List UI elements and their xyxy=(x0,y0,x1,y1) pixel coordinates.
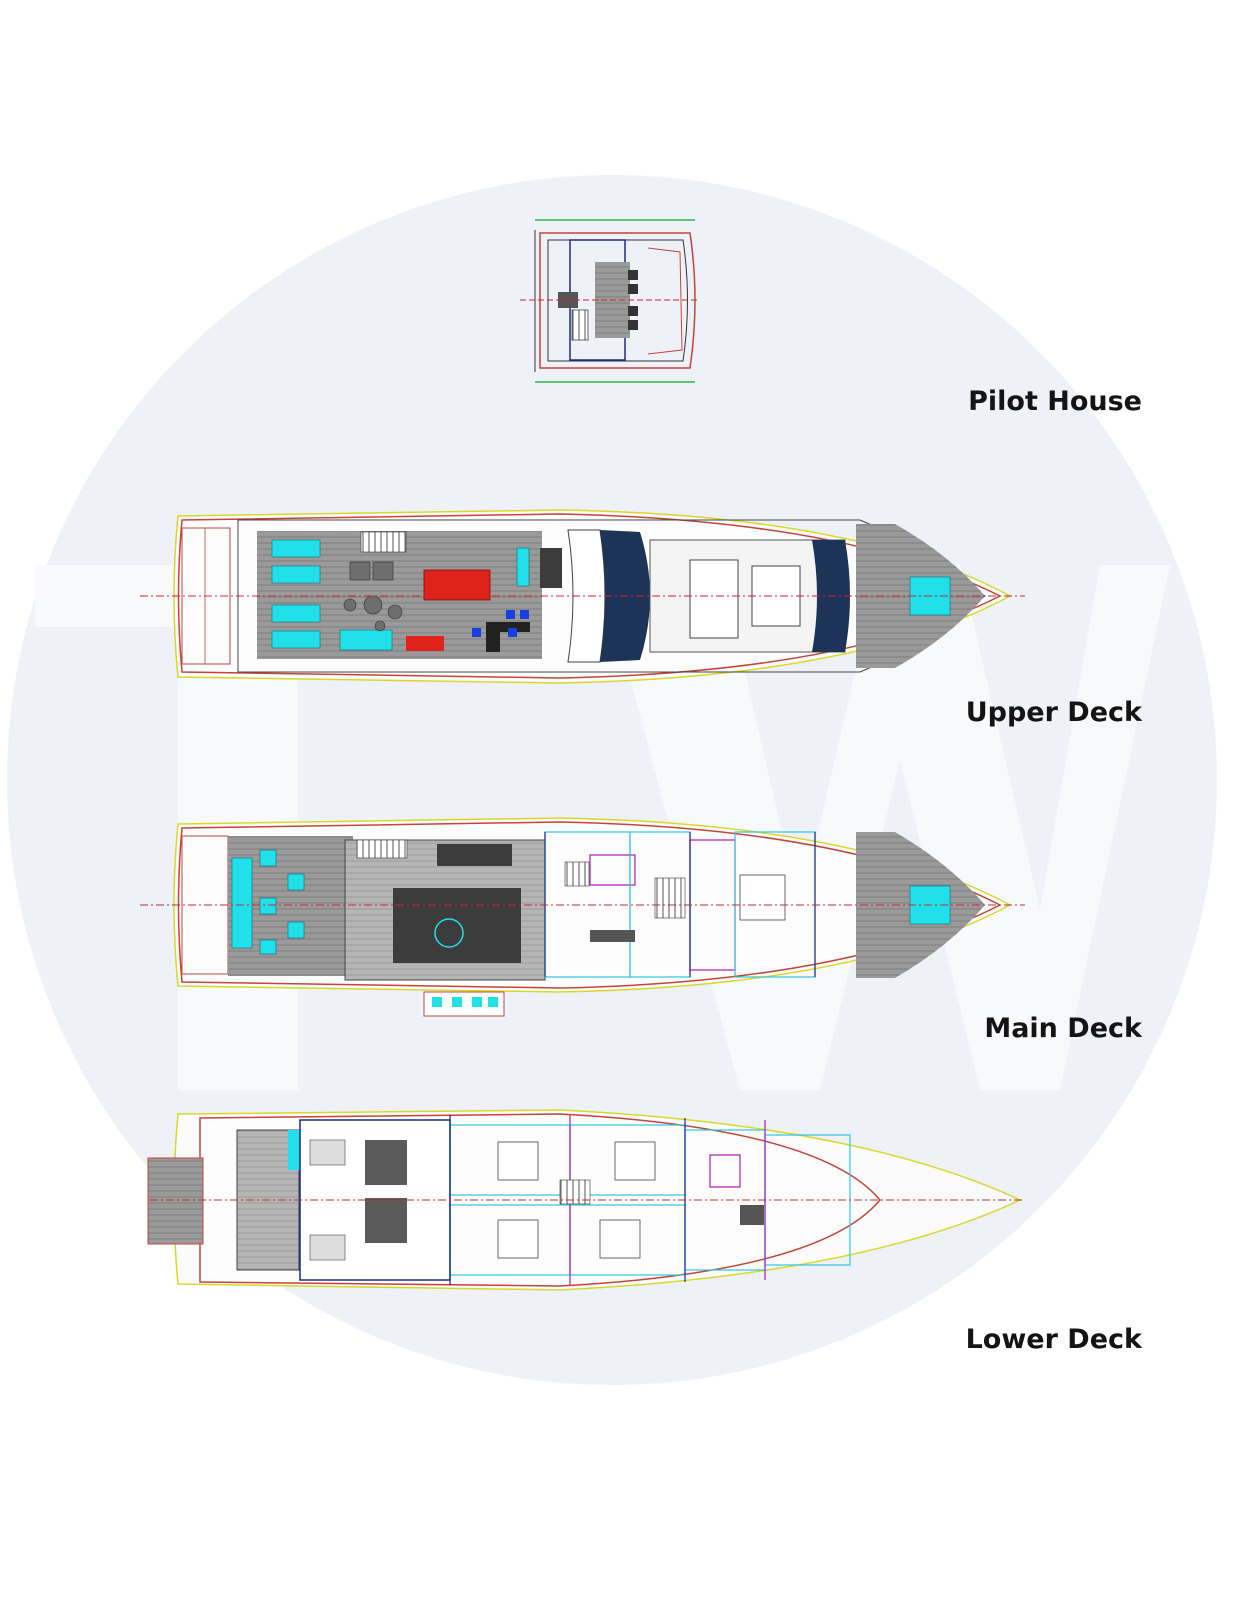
main-deck-label: Main Deck xyxy=(984,1013,1142,1044)
upper-deck-plan xyxy=(140,509,1025,684)
lower-deck-plan xyxy=(147,1109,1025,1291)
watermark-circle xyxy=(7,175,1217,1385)
lower-deck-label: Lower Deck xyxy=(965,1324,1142,1355)
pilot-house-label: Pilot House xyxy=(968,386,1142,417)
pilot-house-plan xyxy=(520,219,700,383)
main-deck-plan xyxy=(140,817,1025,1017)
upper-deck-label: Upper Deck xyxy=(965,697,1142,728)
